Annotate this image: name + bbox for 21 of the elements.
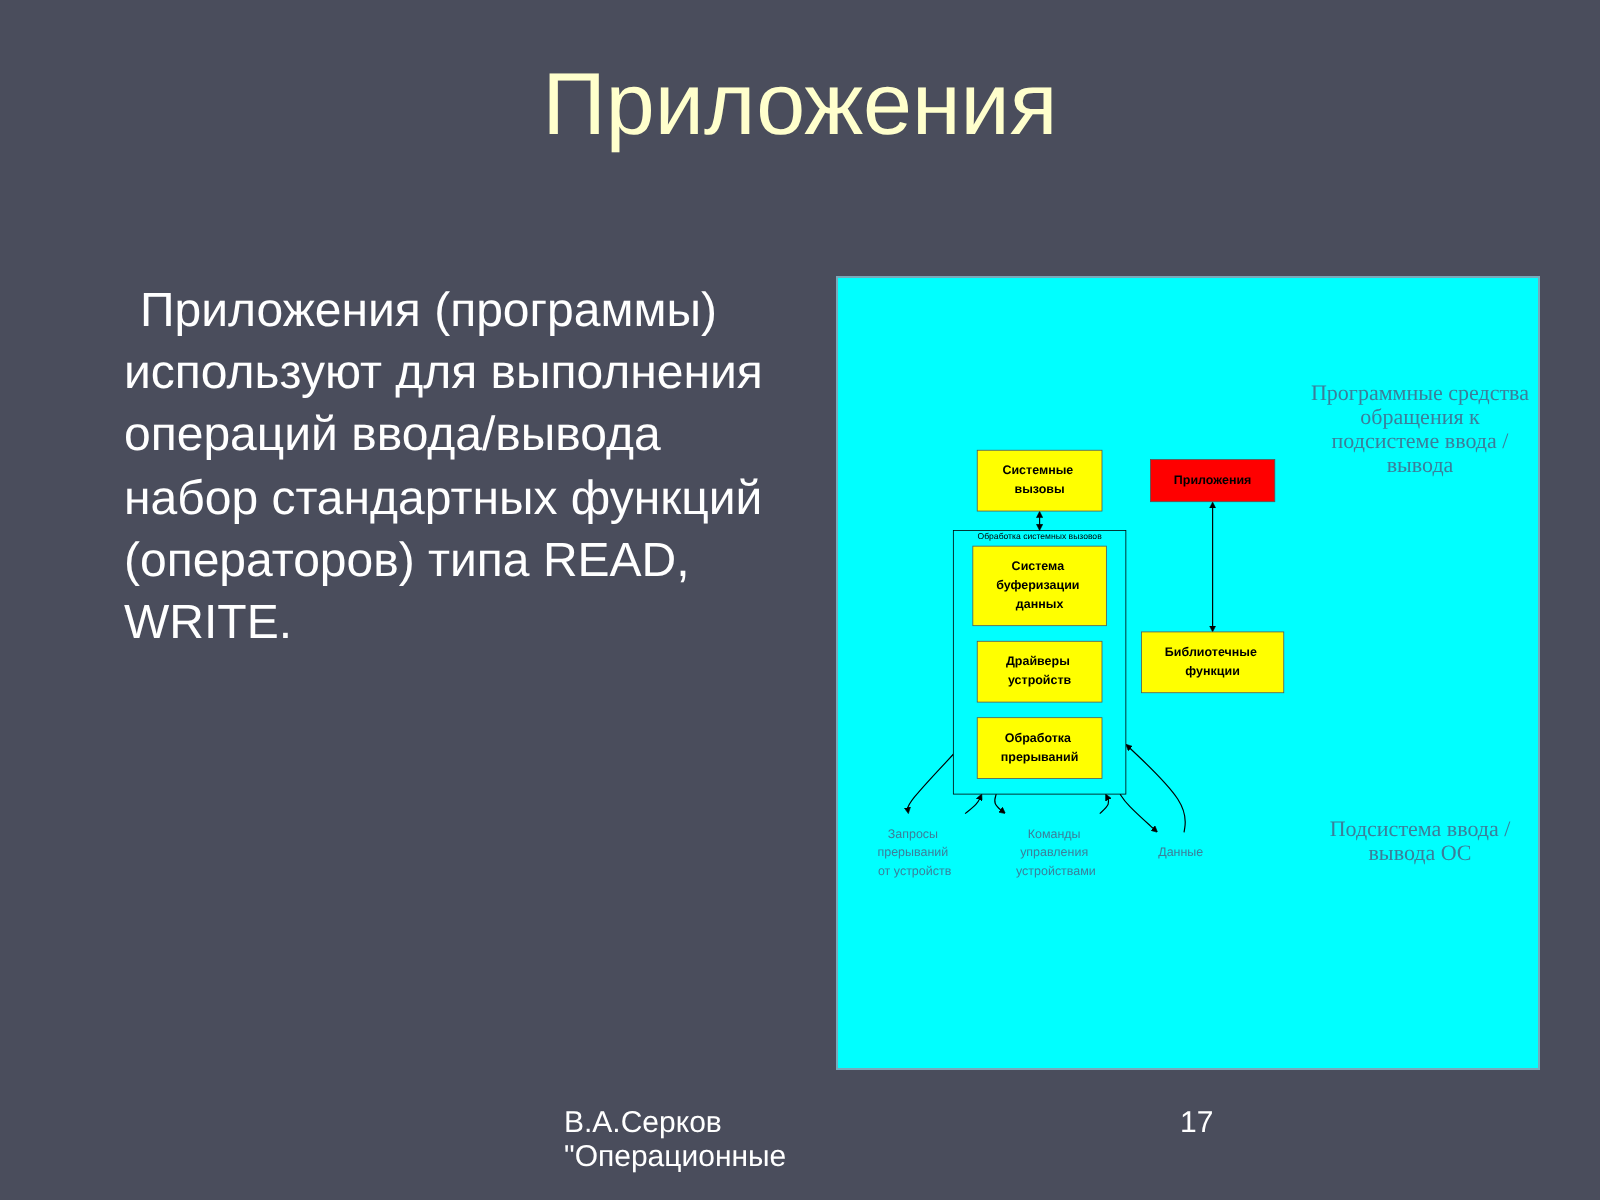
footer-author: В.А.Серков "Операционные bbox=[564, 1106, 789, 1174]
node-box bbox=[976, 641, 1103, 703]
arrow bbox=[1209, 502, 1217, 633]
arrow bbox=[964, 794, 983, 815]
body-text: Приложения (программы) используют для выполнения операций ввода/вывода набор стандартных функций (операторов) типа READ, WRITE. bbox=[124, 282, 765, 654]
node-box bbox=[1141, 631, 1285, 694]
side-note: Программные средства обращения к подсистеме ввода / вывода bbox=[1310, 382, 1530, 478]
node-box bbox=[976, 717, 1103, 780]
slide-title: Приложения bbox=[540, 56, 1060, 156]
node-box bbox=[1150, 459, 1276, 503]
cluster bbox=[952, 530, 1127, 795]
arrow bbox=[1099, 794, 1112, 815]
node-box bbox=[972, 546, 1107, 627]
node-box bbox=[976, 450, 1103, 512]
side-note: Подсистема ввода / вывода ОС bbox=[1327, 818, 1513, 866]
arrow bbox=[1125, 744, 1186, 834]
arrow bbox=[1119, 793, 1158, 833]
arrow bbox=[994, 793, 1006, 815]
page-number: 17 bbox=[1180, 1106, 1214, 1140]
arrow bbox=[1036, 511, 1044, 532]
arrow bbox=[904, 754, 954, 815]
